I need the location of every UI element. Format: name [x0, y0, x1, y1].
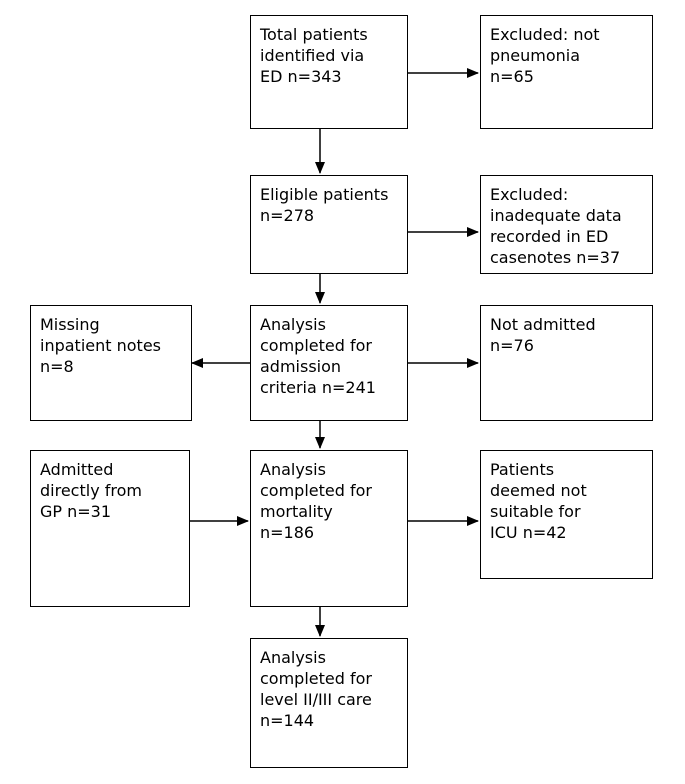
box-line: n=8 — [40, 357, 74, 376]
box-line: pneumonia — [490, 46, 581, 65]
box-line: casenotes n=37 — [490, 248, 621, 267]
box-line: ICU n=42 — [490, 523, 567, 542]
box-line: completed for — [260, 336, 372, 355]
box-line: level II/III care — [260, 690, 372, 709]
excluded-not-pneumonia-box: Excluded: not pneumonia n=65 — [480, 15, 653, 129]
box-line: deemed not — [490, 481, 587, 500]
missing-inpatient-notes-box: Missing inpatient notes n=8 — [30, 305, 192, 421]
box-line: identified via — [260, 46, 365, 65]
box-line: recorded in ED — [490, 227, 609, 246]
box-line: ED n=343 — [260, 67, 342, 86]
level-care-analysis-box: Analysis completed for level II/III care… — [250, 638, 408, 768]
box-line: Eligible patients — [260, 185, 389, 204]
box-line: Analysis — [260, 648, 326, 667]
box-line: n=76 — [490, 336, 534, 355]
box-line: mortality — [260, 502, 333, 521]
box-line: Admitted — [40, 460, 114, 479]
box-line: n=278 — [260, 206, 315, 225]
box-line: Total patients — [260, 25, 368, 44]
box-line: Excluded: — [490, 185, 569, 204]
box-line: completed for — [260, 669, 372, 688]
box-line: n=144 — [260, 711, 315, 730]
admitted-from-gp-box: Admitted directly from GP n=31 — [30, 450, 190, 607]
box-line: suitable for — [490, 502, 581, 521]
excluded-inadequate-data-box: Excluded: inadequate data recorded in ED… — [480, 175, 653, 274]
box-line: inadequate data — [490, 206, 622, 225]
box-line: n=186 — [260, 523, 315, 542]
box-line: n=65 — [490, 67, 534, 86]
box-line: Excluded: not — [490, 25, 600, 44]
box-line: Patients — [490, 460, 555, 479]
box-line: Analysis — [260, 315, 326, 334]
not-suitable-for-icu-box: Patients deemed not suitable for ICU n=4… — [480, 450, 653, 579]
box-line: completed for — [260, 481, 372, 500]
box-line: criteria n=241 — [260, 378, 376, 397]
eligible-patients-box: Eligible patients n=278 — [250, 175, 408, 274]
not-admitted-box: Not admitted n=76 — [480, 305, 653, 421]
box-line: directly from — [40, 481, 142, 500]
box-line: admission — [260, 357, 342, 376]
box-line: inpatient notes — [40, 336, 161, 355]
box-line: Not admitted — [490, 315, 596, 334]
box-line: Analysis — [260, 460, 326, 479]
mortality-analysis-box: Analysis completed for mortality n=186 — [250, 450, 408, 607]
box-line: Missing — [40, 315, 100, 334]
admission-criteria-analysis-box: Analysis completed for admission criteri… — [250, 305, 408, 421]
box-line: GP n=31 — [40, 502, 112, 521]
total-patients-box: Total patients identified via ED n=343 — [250, 15, 408, 129]
